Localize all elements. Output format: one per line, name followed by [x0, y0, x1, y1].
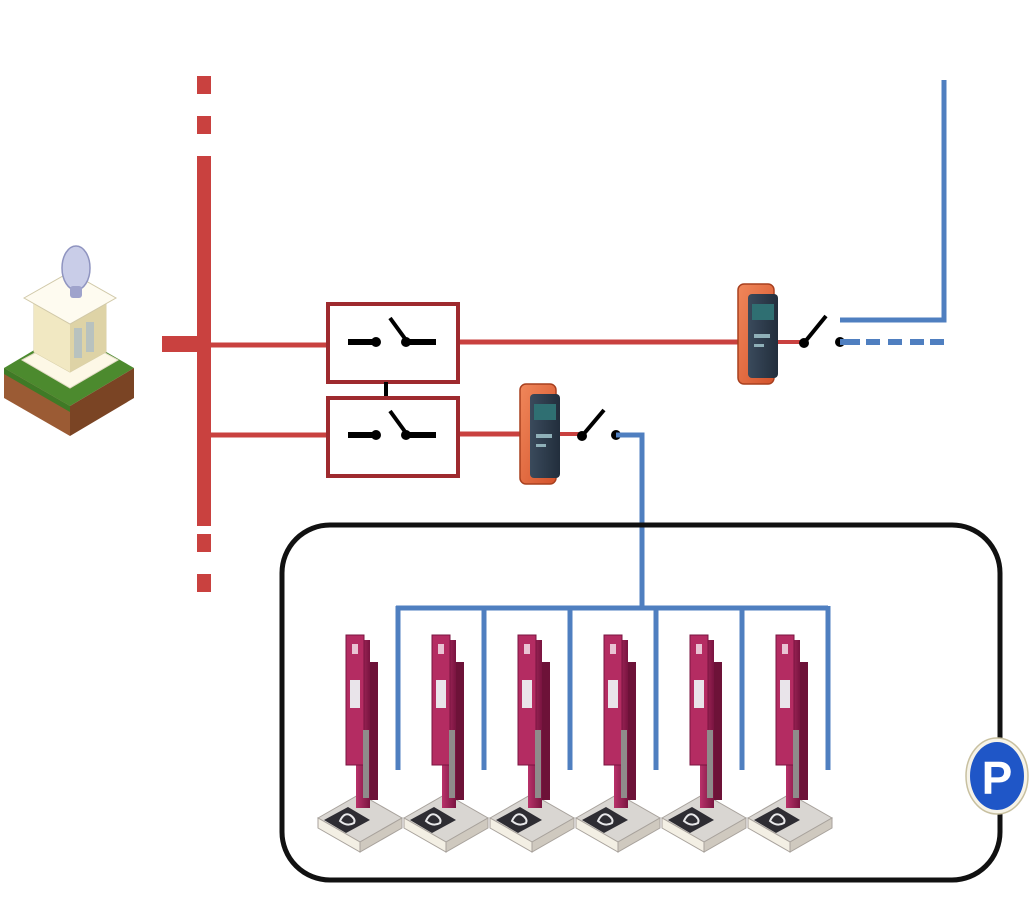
ev-charging-station-icon[interactable]	[661, 634, 747, 853]
ev-charging-station-icon[interactable]	[575, 634, 661, 853]
ev-charging-station-icon[interactable]	[317, 634, 403, 853]
substation-feeder	[162, 336, 211, 352]
ev-charging-station-icon[interactable]	[403, 634, 489, 853]
dc-line-upper	[840, 80, 947, 323]
switch-open-icon	[348, 409, 436, 440]
dc-dashed-line	[866, 339, 944, 345]
charger-row	[317, 634, 833, 853]
breaker-2[interactable]	[326, 396, 460, 478]
dc-feeder-lot	[616, 432, 645, 606]
parking-sign-label: P	[982, 752, 1013, 804]
ev-charging-station-icon[interactable]	[747, 634, 833, 853]
substation-icon	[4, 245, 134, 436]
ev-charging-station-icon[interactable]	[489, 634, 575, 853]
dc-distribution-bus	[395, 605, 831, 770]
power-converter-2[interactable]	[519, 383, 561, 485]
parking-sign: P	[965, 737, 1029, 815]
power-converter-1[interactable]	[737, 283, 779, 385]
breaker-1[interactable]	[326, 302, 460, 384]
parking-lot-boundary	[279, 522, 1003, 883]
switch-open-icon	[577, 408, 621, 441]
main-bus	[162, 76, 211, 592]
switch-open-icon	[799, 314, 845, 348]
switch-open-icon	[348, 316, 436, 347]
